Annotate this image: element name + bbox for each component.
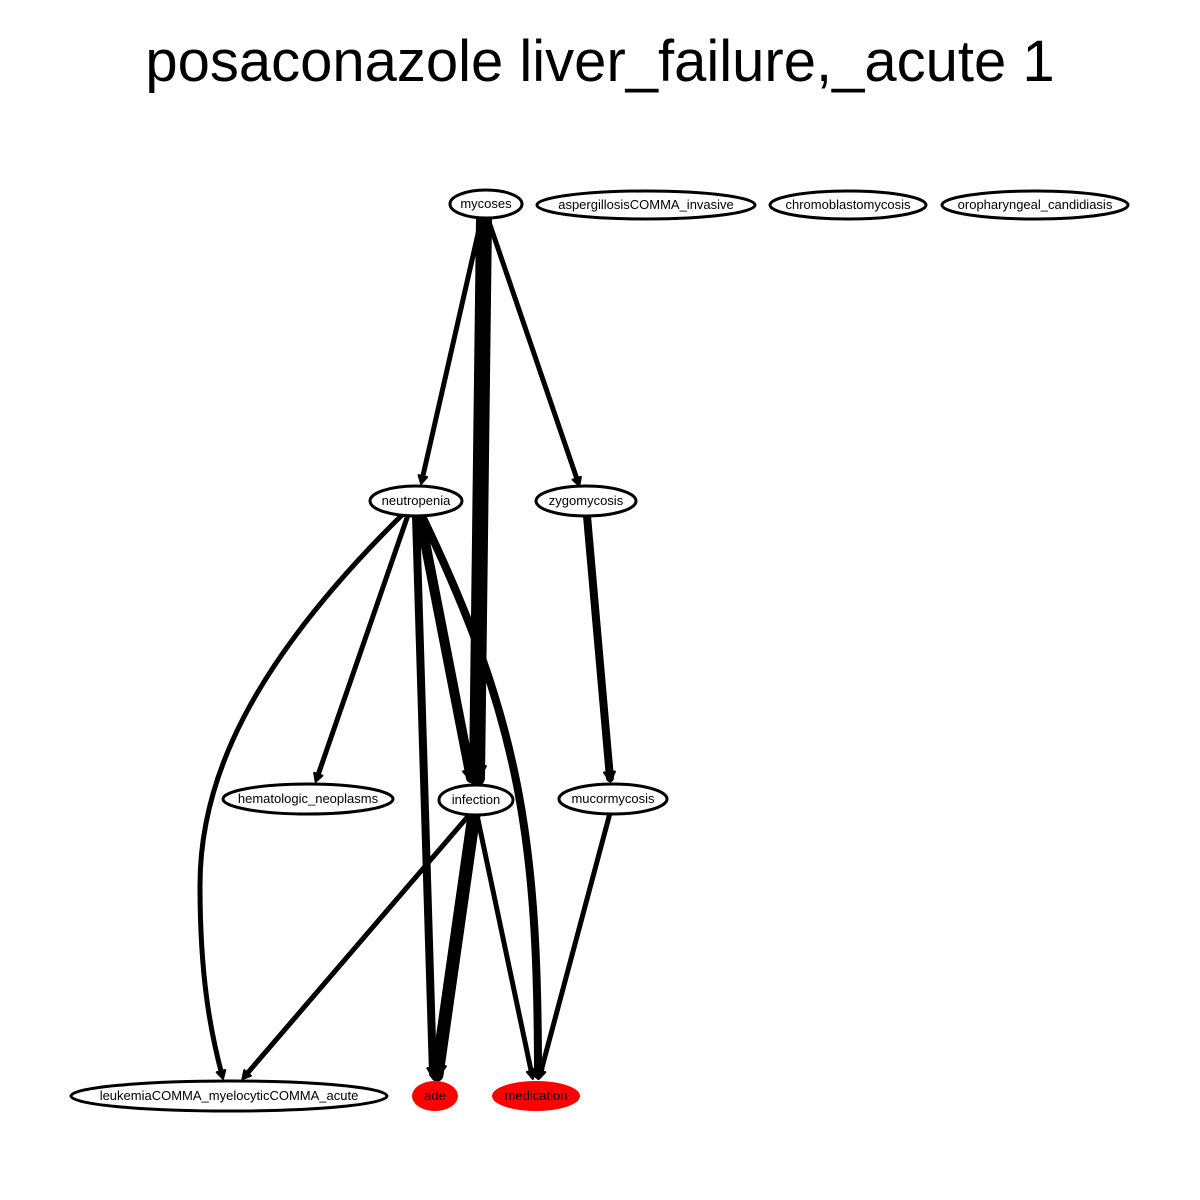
node-label-zygomycosis: zygomycosis bbox=[549, 493, 624, 508]
node-shape-mucormycosis bbox=[557, 782, 669, 816]
node-shape-aspergillosis bbox=[535, 189, 757, 221]
edge-neutropenia-to-medication bbox=[418, 512, 542, 1079]
arrowhead-mucormycosis-to-medication bbox=[535, 1068, 547, 1080]
arrowhead-infection-to-ade bbox=[429, 1063, 448, 1080]
node-label-chromoblastomycosis: chromoblastomycosis bbox=[786, 197, 911, 212]
node-shape-neutropenia bbox=[368, 484, 464, 518]
arrowhead-mycoses-to-neutropenia bbox=[417, 474, 429, 485]
node-label-aspergillosis: aspergillosisCOMMA_invasive bbox=[558, 197, 734, 212]
node-shape-mycoses bbox=[448, 188, 524, 220]
node-shape-leukemia bbox=[69, 1079, 389, 1113]
edge-neutropenia-to-ade bbox=[412, 512, 437, 1078]
node-aspergillosis: aspergillosisCOMMA_invasive bbox=[535, 189, 757, 221]
node-neutropenia: neutropenia bbox=[368, 484, 464, 518]
node-oropharyngeal: oropharyngeal_candidiasis bbox=[940, 189, 1130, 221]
edge-neutropenia-to-hematologic bbox=[314, 512, 411, 781]
arrowhead-infection-to-leukemia bbox=[241, 1069, 252, 1081]
arrowhead-neutropenia-to-infection bbox=[461, 767, 477, 783]
node-shape-chromoblastomycosis bbox=[768, 189, 928, 221]
node-leukemia: leukemiaCOMMA_myelocyticCOMMA_acute bbox=[69, 1079, 389, 1113]
node-shape-infection bbox=[437, 783, 515, 817]
node-label-leukemia: leukemiaCOMMA_myelocyticCOMMA_acute bbox=[100, 1088, 359, 1103]
arrowhead-zygomycosis-to-mucormycosis bbox=[602, 770, 616, 783]
edge-infection-to-medication bbox=[474, 812, 535, 1078]
node-ade: ade bbox=[412, 1081, 458, 1111]
node-shape-medication bbox=[492, 1081, 580, 1111]
node-shape-oropharyngeal bbox=[940, 189, 1130, 221]
graph-title: posaconazole liver_failure,_acute 1 bbox=[145, 29, 1055, 94]
node-label-oropharyngeal: oropharyngeal_candidiasis bbox=[958, 197, 1113, 212]
node-label-infection: infection bbox=[452, 792, 500, 807]
node-hematologic: hematologic_neoplasms bbox=[221, 782, 395, 816]
node-label-mycoses: mycoses bbox=[460, 196, 512, 211]
node-shape-zygomycosis bbox=[534, 484, 638, 518]
node-medication: medication bbox=[492, 1081, 580, 1111]
node-zygomycosis: zygomycosis bbox=[534, 484, 638, 518]
edge-mucormycosis-to-medication bbox=[537, 810, 613, 1078]
edge-neutropenia-to-leukemia bbox=[197, 512, 405, 1078]
arrowhead-mycoses-to-zygomycosis bbox=[571, 475, 582, 487]
arrowhead-infection-to-medication bbox=[525, 1069, 537, 1080]
node-label-medication: medication bbox=[505, 1088, 568, 1103]
edge-mycoses-to-neutropenia bbox=[419, 222, 483, 483]
edge-mycoses-to-zygomycosis bbox=[486, 219, 581, 485]
node-label-mucormycosis: mucormycosis bbox=[571, 791, 655, 806]
edge-infection-to-ade bbox=[430, 808, 481, 1082]
edge-zygomycosis-to-mucormycosis bbox=[583, 512, 614, 782]
edge-mycoses-to-infection bbox=[469, 210, 492, 786]
node-shape-hematologic bbox=[221, 782, 395, 816]
arrowhead-neutropenia-to-leukemia bbox=[215, 1069, 227, 1080]
node-shape-ade bbox=[412, 1081, 458, 1111]
edge-infection-to-leukemia bbox=[242, 811, 473, 1079]
node-mucormycosis: mucormycosis bbox=[557, 782, 669, 816]
node-label-hematologic: hematologic_neoplasms bbox=[238, 791, 379, 806]
node-label-neutropenia: neutropenia bbox=[382, 493, 451, 508]
edge-neutropenia-to-infection bbox=[415, 511, 476, 783]
nodes-layer: mycoses aspergillosisCOMMA_invasive chromo… bbox=[69, 188, 1130, 1113]
arrowhead-neutropenia-to-hematologic bbox=[313, 771, 324, 783]
node-infection: infection bbox=[437, 783, 515, 817]
node-label-ade: ade bbox=[424, 1088, 446, 1103]
node-mycoses: mycoses bbox=[448, 188, 524, 220]
edges-layer bbox=[197, 210, 616, 1082]
node-chromoblastomycosis: chromoblastomycosis bbox=[768, 189, 928, 221]
